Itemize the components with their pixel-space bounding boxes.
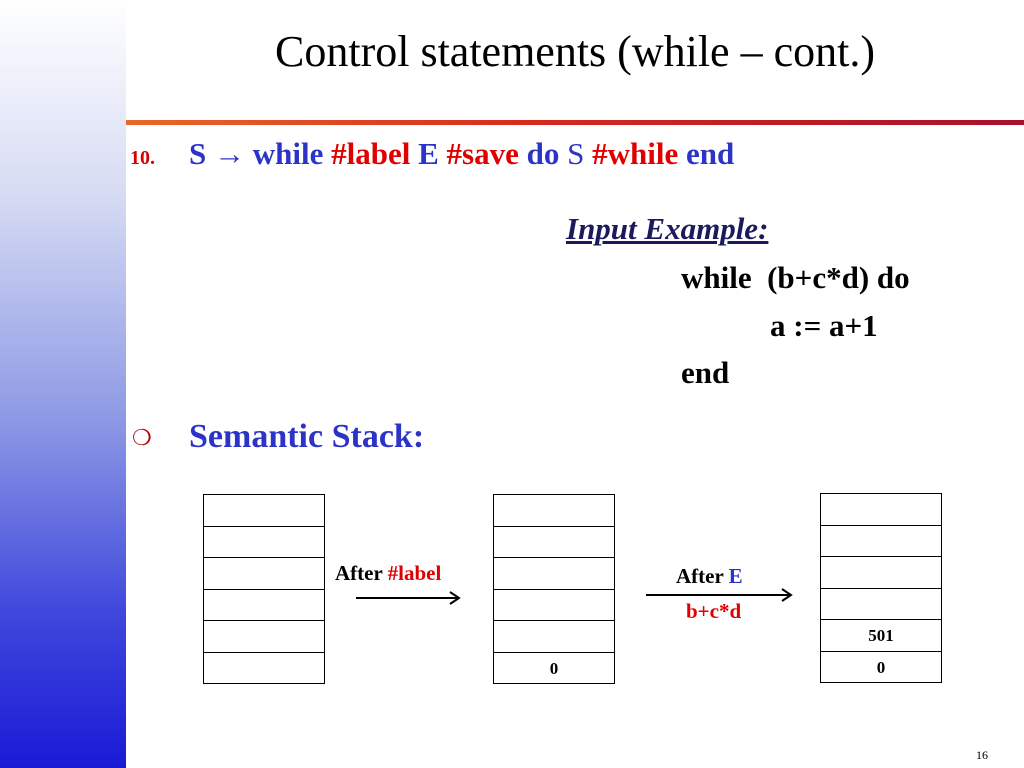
example-line-2: a := a+1 xyxy=(770,308,878,343)
example-line-1: while (b+c*d) do xyxy=(681,260,910,295)
stack-cell: 0 xyxy=(494,653,614,684)
rule-label: #label xyxy=(331,136,411,171)
rule-while: while xyxy=(252,136,324,171)
stack-cell xyxy=(821,557,941,589)
semantic-stack-heading: Semantic Stack: xyxy=(189,418,425,455)
arrow2-label: E xyxy=(728,564,743,588)
rule-number: 10. xyxy=(130,147,155,169)
stack-after-e: 501 0 xyxy=(820,493,942,683)
arrow1-label: #label xyxy=(387,561,442,585)
title-underline-rule xyxy=(126,120,1024,125)
stack-cell xyxy=(204,558,324,590)
stack-cell xyxy=(204,653,324,684)
stack-cell xyxy=(821,494,941,526)
stack-after-label: 0 xyxy=(493,494,615,684)
stack-cell: 501 xyxy=(821,620,941,652)
stack-cell xyxy=(494,621,614,653)
arrow2-prefix: After xyxy=(676,564,724,588)
right-arrow-icon xyxy=(646,588,793,602)
stack-cell xyxy=(494,495,614,527)
stack-cell xyxy=(494,590,614,621)
stack-cell xyxy=(204,495,324,527)
right-arrow-icon xyxy=(356,591,461,605)
stack-cell xyxy=(204,621,324,653)
input-example-heading: Input Example: xyxy=(566,211,769,246)
rule-e: E xyxy=(418,136,439,171)
arrow2-expression: b+c*d xyxy=(686,599,742,623)
stack-initial xyxy=(203,494,325,684)
rule-arrow: → xyxy=(214,136,245,171)
rule-end: end xyxy=(686,136,735,171)
stack-cell xyxy=(204,590,324,621)
arrow1-prefix: After xyxy=(335,561,383,585)
rule-hwhile: #while xyxy=(592,136,679,171)
stack-cell xyxy=(821,526,941,557)
slide-title: Control statements (while – cont.) xyxy=(275,27,875,76)
rule-s2: S xyxy=(567,136,585,171)
example-line-3: end xyxy=(681,355,730,390)
production-rule: S → while #label E #save do S #while end xyxy=(189,136,734,172)
rule-save: #save xyxy=(446,136,519,171)
page-number: 16 xyxy=(976,748,988,762)
side-gradient-strip xyxy=(0,0,126,768)
stack-cell xyxy=(494,527,614,558)
rule-do: do xyxy=(526,136,560,171)
stack-cell xyxy=(494,558,614,590)
arrow2-caption: After E xyxy=(676,564,743,589)
stack-cell xyxy=(204,527,324,558)
stack-cell xyxy=(821,589,941,620)
stack-cell: 0 xyxy=(821,652,941,683)
arrow1-caption: After #label xyxy=(335,561,441,586)
rule-s: S xyxy=(189,136,207,171)
bullet-icon: ❍ xyxy=(132,425,152,450)
